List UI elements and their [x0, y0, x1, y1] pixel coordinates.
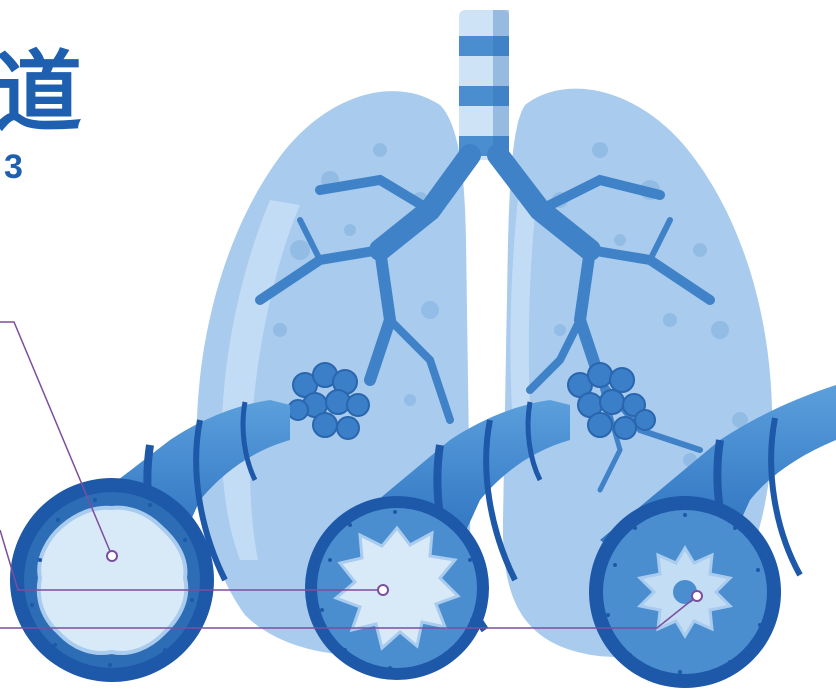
leader-dot-severe [692, 591, 702, 601]
normal-lumen [39, 508, 187, 653]
trachea [459, 10, 509, 160]
leader-dot-normal [107, 551, 117, 561]
airway-cross-section-narrowed [305, 496, 489, 680]
leader-dot-narrowed [378, 585, 388, 595]
airway-cross-section-severe [589, 496, 781, 688]
airway-cross-section-normal [10, 478, 214, 682]
